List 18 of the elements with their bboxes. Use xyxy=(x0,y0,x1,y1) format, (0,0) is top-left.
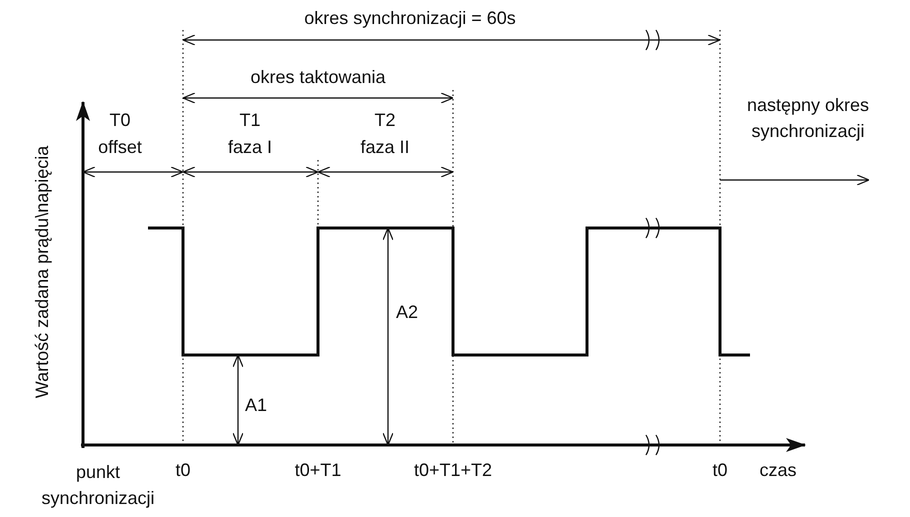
dimension-label: faza I xyxy=(228,136,272,159)
dimension-label: T0 xyxy=(110,109,130,132)
dimension-label: faza II xyxy=(360,136,410,159)
tick-label: t0 xyxy=(176,459,190,482)
annotation-text: następny okres synchronizacji xyxy=(746,94,870,143)
dimension-label: T2 xyxy=(374,109,396,132)
tick-label: punkt synchronizacji xyxy=(40,461,156,510)
dimension-label: A1 xyxy=(244,394,268,417)
dimension-label: T1 xyxy=(240,109,260,132)
dimension-label: okres taktowania xyxy=(250,66,386,89)
dimension-label: A2 xyxy=(396,301,418,324)
tick-label: t0+T1+T2 xyxy=(414,459,492,482)
axis-label: Wartość zadana prądu\napięcia xyxy=(31,146,53,398)
dimension-label: offset xyxy=(98,136,142,159)
dimension-label: okres synchronizacji = 60s xyxy=(304,7,516,30)
tick-label: t0+T1 xyxy=(294,459,342,482)
tick-label: t0 xyxy=(712,459,728,482)
axis-label: czas xyxy=(760,459,796,482)
